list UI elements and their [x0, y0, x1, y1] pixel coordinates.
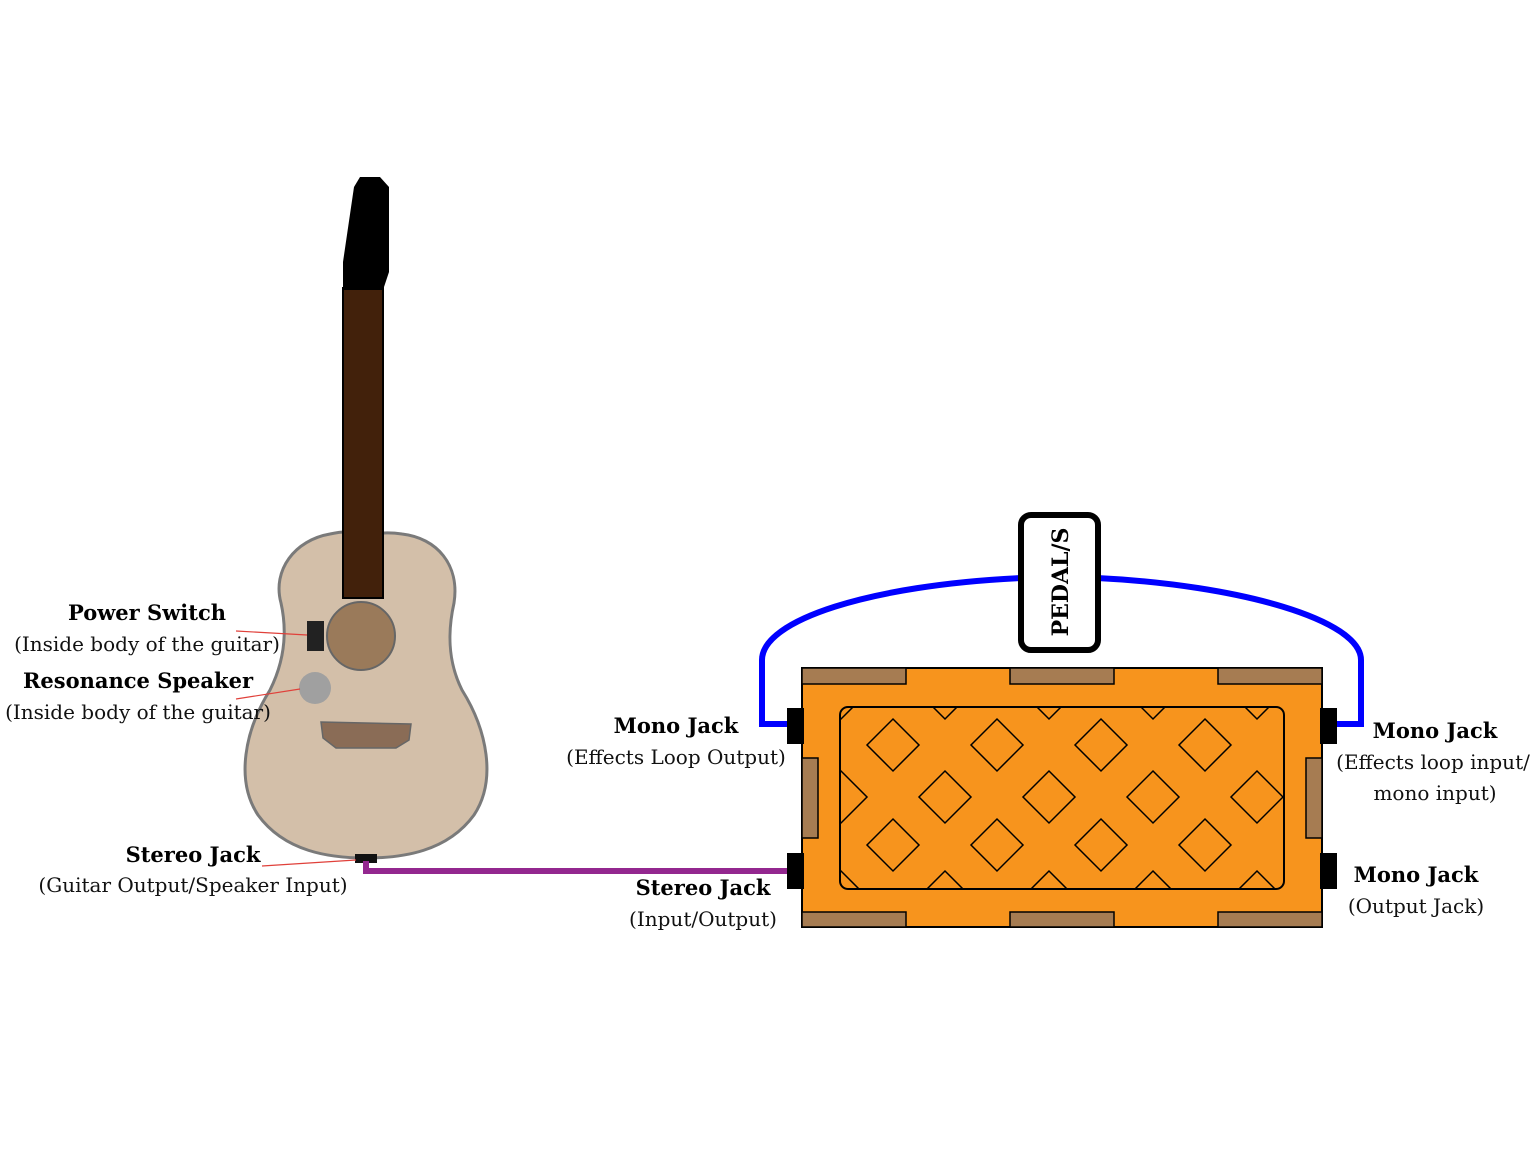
resonance-speaker	[299, 672, 331, 704]
grille-diamond	[1229, 707, 1284, 721]
grille-diamond	[1177, 817, 1233, 873]
grille-diamond	[1125, 769, 1181, 825]
grille-diamond	[1021, 869, 1077, 889]
output-jack-title: Mono Jack	[1354, 862, 1479, 887]
grille-diamond	[1021, 769, 1077, 825]
grille-diamond	[1073, 717, 1129, 773]
amp-trim	[801, 911, 907, 928]
guitar-stereo-jack	[355, 854, 377, 863]
guitar	[243, 177, 489, 863]
amp-trim	[1009, 667, 1115, 685]
pedal: PEDAL/S	[1018, 512, 1101, 653]
amp-trim	[801, 667, 907, 685]
amp-trim	[1009, 911, 1115, 928]
amp-trim	[1217, 667, 1323, 685]
grille-diamond	[865, 817, 921, 873]
amp-trim	[1217, 911, 1323, 928]
grille-diamond	[969, 717, 1025, 773]
amp-stereo-jack-detail: (Input/Output)	[629, 907, 777, 931]
grille-diamond	[840, 869, 869, 889]
grille-diamond	[1229, 869, 1284, 889]
stereo-jack-leader	[261, 859, 357, 867]
output-jack	[1320, 853, 1337, 889]
grille-diamond	[840, 707, 869, 721]
grille-diamond	[1125, 707, 1181, 721]
guitar-neck	[342, 287, 384, 599]
guitar-stereo-jack-detail: (Guitar Output/Speaker Input)	[38, 873, 347, 897]
grille-diamond	[1021, 707, 1077, 721]
effects-loop-cable-right	[1096, 575, 1364, 727]
grille-diamond	[840, 769, 869, 825]
grille-diamond	[1229, 769, 1284, 825]
amp-stereo-jack-title: Stereo Jack	[636, 875, 771, 900]
stereo-cable	[363, 861, 790, 874]
amplifier	[787, 667, 1337, 928]
resonance-speaker-detail: (Inside body of the guitar)	[5, 700, 271, 724]
grille-diamond	[917, 869, 973, 889]
effects-loop-output-jack	[787, 708, 804, 744]
grille-diamond	[969, 817, 1025, 873]
guitar-stereo-jack-title: Stereo Jack	[126, 842, 261, 867]
pedal-box	[1018, 512, 1101, 653]
power-switch	[307, 621, 324, 651]
guitar-bridge	[320, 721, 412, 749]
power-switch-detail: (Inside body of the guitar)	[14, 632, 280, 656]
grille-diamond	[917, 707, 973, 721]
guitar-soundhole	[326, 601, 396, 671]
effects-loop-output-title: Mono Jack	[614, 713, 739, 738]
resonance-speaker-leader	[235, 688, 301, 700]
guitar-headstock	[343, 177, 389, 290]
amp-trim	[801, 757, 819, 839]
amp-stereo-jack	[787, 853, 804, 889]
guitar-body	[243, 530, 489, 860]
grille-diamond	[1177, 717, 1233, 773]
effects-loop-input-detail-line2: mono input)	[1373, 781, 1496, 805]
power-switch-leader	[235, 630, 308, 636]
effects-loop-input-jack	[1320, 708, 1337, 744]
output-jack-detail: (Output Jack)	[1348, 894, 1484, 918]
grille-diamond	[1125, 869, 1181, 889]
grille-diamond	[1073, 817, 1129, 873]
pedal-label: PEDAL/S	[1048, 528, 1074, 637]
resonance-speaker-title: Resonance Speaker	[23, 668, 254, 693]
effects-loop-cable-left	[759, 575, 1023, 727]
power-switch-title: Power Switch	[68, 600, 226, 625]
amp-trim	[1305, 757, 1323, 839]
effects-loop-output-detail: (Effects Loop Output)	[566, 745, 786, 769]
grille-diamond	[865, 717, 921, 773]
effects-loop-input-detail-line1: (Effects loop input/	[1336, 750, 1530, 774]
amp-grille-pattern	[840, 707, 1284, 889]
grille-diamond	[917, 769, 973, 825]
effects-loop-input-title: Mono Jack	[1373, 718, 1498, 743]
